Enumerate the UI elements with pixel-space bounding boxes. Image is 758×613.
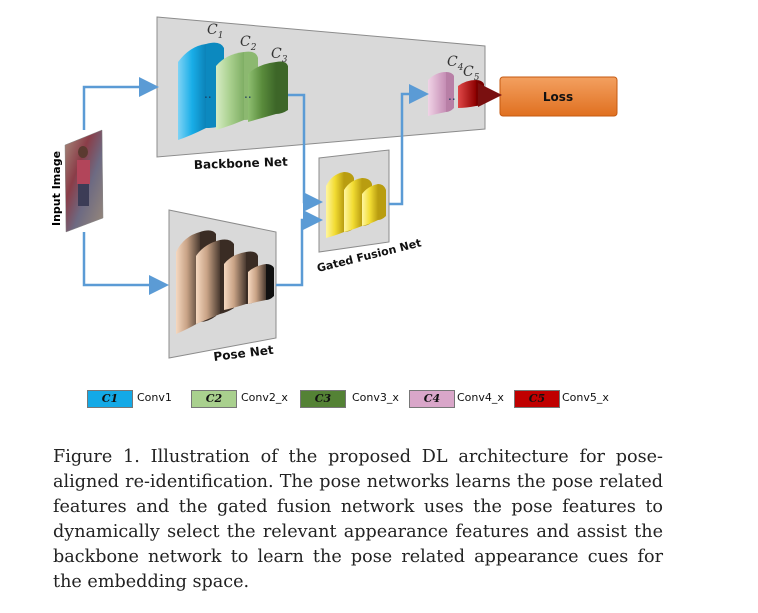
legend-label-c1: Conv1 [137, 391, 172, 404]
legend-swatch-c1: C1 [87, 390, 133, 408]
c2-label: C2 [240, 34, 257, 53]
input-to-pose-arrow [82, 232, 169, 295]
architecture-diagram: Input Image .. .. C1 C2 C3 .. C4 C5 Loss [50, 16, 618, 364]
conv3-block [248, 61, 288, 122]
legend-label-c4: Conv4_x [457, 391, 504, 404]
legend-swatch-c4: C4 [409, 390, 455, 408]
input-to-backbone-arrow [82, 77, 159, 130]
legend-label-c3: Conv3_x [352, 391, 399, 404]
conv5-block [458, 80, 484, 108]
fusion-to-conv4-arrow [389, 84, 429, 206]
legend-swatch-c3: C3 [300, 390, 346, 408]
loss-label: Loss [543, 90, 573, 104]
legend-swatch-c2: C2 [191, 390, 237, 408]
backbone-to-fusion-arrow [288, 93, 323, 212]
legend: C1 Conv1 C2 Conv2_x C3 Conv3_x C4 Conv4_… [0, 388, 758, 414]
ellipsis-2: .. [244, 87, 252, 101]
fusion-block-3 [362, 184, 386, 226]
input-image [64, 129, 104, 233]
pose-to-fusion-arrow [276, 210, 323, 287]
pose-block-4 [248, 264, 274, 304]
backbone-label: Backbone Net [194, 155, 289, 172]
ellipsis-1: .. [204, 87, 212, 101]
c4-label: C4 [447, 54, 464, 73]
legend-label-c5: Conv5_x [562, 391, 609, 404]
legend-swatch-c5: C5 [514, 390, 560, 408]
ellipsis-3: .. [448, 89, 456, 103]
figure-caption: Figure 1. Illustration of the proposed D… [53, 447, 663, 592]
c5-label: C5 [463, 64, 480, 83]
input-image-label: Input Image [50, 151, 63, 226]
legend-label-c2: Conv2_x [241, 391, 288, 404]
conv4-block [428, 72, 454, 116]
c3-label: C3 [271, 46, 288, 65]
c1-label: C1 [207, 22, 223, 41]
